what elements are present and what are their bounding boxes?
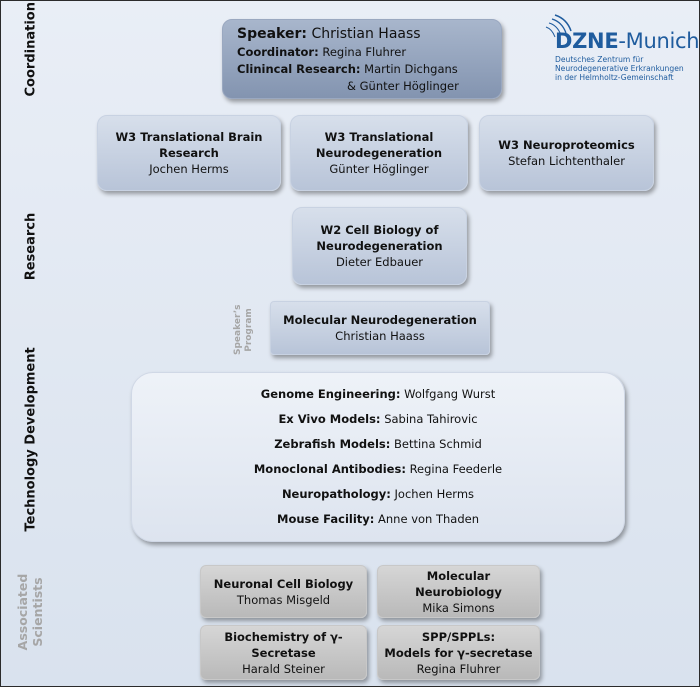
biochemistry-title-1: Biochemistry of γ- (224, 629, 343, 644)
tech-item-name: Wolfgang Wurst (404, 387, 496, 401)
coordination-box: Speaker: Christian Haass Coordinator: Re… (222, 19, 502, 99)
molecular-neurobiology-name: Mika Simons (422, 600, 495, 615)
clinical-name-2: & Günter Höglinger (347, 78, 459, 93)
w3-translational-brain-title-2: Research (159, 146, 219, 160)
tech-item-label: Neuropathology: (281, 487, 391, 501)
clinical-name-1: Martin Dichgans (364, 61, 458, 76)
molecular-neurobiology-title-2: Neurobiology (415, 584, 502, 599)
spp-sppls-title-2: Models for γ-secretase (384, 645, 533, 660)
tech-item: Neuropathology: Jochen Herms (282, 482, 474, 507)
tech-item: Monoclonal Antibodies: Regina Feederle (254, 457, 502, 482)
clinical-line: Clinincal Research: Martin Dichgans (237, 61, 458, 78)
logo-sub-2: Neurodegenerative Erkrankungen (555, 64, 684, 73)
biochemistry-name: Harald Steiner (242, 661, 325, 676)
speaker-label: Speaker: (237, 25, 307, 42)
tech-item-name: Bettina Schmid (394, 437, 482, 451)
clinical-line-2: & Günter Höglinger (237, 78, 459, 95)
side-label-associated-text: Associated Scientists (15, 573, 45, 651)
neuronal-cell-biology-name: Thomas Misgeld (236, 592, 331, 607)
biochemistry-title-2: Secretase (251, 645, 316, 660)
tech-item-label: Mouse Facility: (277, 512, 375, 526)
spp-sppls-title-1: SPP/SPPLs: (421, 629, 496, 644)
coordinator-name: Regina Fluhrer (322, 44, 407, 59)
tech-item-name: Regina Feederle (409, 462, 503, 476)
w3-translational-neuro-title-1: W3 Translational (324, 130, 434, 144)
side-label-coordination: Coordination (23, 2, 39, 97)
technology-box: Genome Engineering: Wolfgang Wurst Ex Vi… (131, 372, 625, 542)
spp-sppls-box: SPP/SPPLs: Models for γ-secretase Regina… (377, 625, 540, 680)
w2-cell-biology-title-1: W2 Cell Biology of (320, 223, 439, 237)
dzne-wave-logo-icon (545, 14, 572, 38)
tech-item-label: Zebrafish Models: (274, 437, 391, 451)
w3-translational-brain-name: Jochen Herms (149, 162, 229, 176)
biochemistry-box: Biochemistry of γ- Secretase Harald Stei… (200, 625, 367, 680)
tech-item: Ex Vivo Models: Sabina Tahirovic (278, 407, 477, 432)
tech-item-name: Jochen Herms (394, 487, 475, 501)
neuronal-cell-biology-box: Neuronal Cell Biology Thomas Misgeld (200, 565, 367, 618)
neuronal-cell-biology-title: Neuronal Cell Biology (213, 576, 354, 591)
side-label-speakers-program-text: Speaker’s Program (233, 304, 254, 355)
w3-neuroproteomics-title: W3 Neuroproteomics (498, 138, 635, 152)
w3-translational-neuro-title-2: Neurodegeneration (315, 146, 443, 160)
w2-cell-biology-box: W2 Cell Biology of Neurodegeneration Die… (292, 207, 467, 285)
side-label-speakers-program: Speaker’s Program (233, 304, 255, 355)
logo-sub-3: in der Helmholtz-Gemeinschaft (555, 73, 674, 82)
tech-item: Zebrafish Models: Bettina Schmid (274, 432, 482, 457)
logo-city: -Munich (618, 29, 700, 53)
w2-cell-biology-title-2: Neurodegeneration (316, 239, 443, 253)
tech-item-name: Anne von Thaden (378, 512, 479, 526)
side-label-technology: Technology Development (23, 347, 39, 532)
logo-dzne: DZNE (555, 29, 619, 53)
molecular-neurobiology-box: Molecular Neurobiology Mika Simons (377, 565, 540, 618)
molecular-neurodegeneration-box: Molecular Neurodegeneration Christian Ha… (270, 301, 490, 355)
clinical-label: Clinincal Research: (237, 61, 361, 76)
side-label-research: Research (23, 212, 39, 281)
logo-sub-1: Deutsches Zentrum für (555, 55, 644, 64)
tech-item-label: Genome Engineering: (260, 387, 401, 401)
spp-sppls-name: Regina Fluhrer (416, 661, 501, 676)
tech-item: Mouse Facility: Anne von Thaden (277, 507, 479, 532)
side-label-associated: Associated Scientists (15, 560, 45, 664)
w3-translational-brain-title-1: W3 Translational Brain (115, 130, 263, 144)
w3-neuroproteomics-box: W3 Neuroproteomics Stefan Lichtenthaler (479, 115, 654, 191)
molecular-neurodegeneration-name: Christian Haass (335, 329, 425, 343)
tech-item-name: Sabina Tahirovic (384, 412, 478, 426)
logo-subtitle: Deutsches Zentrum für Neurodegenerative … (555, 55, 684, 82)
w3-translational-neuro-name: Günter Höglinger (329, 162, 429, 176)
tech-item-label: Monoclonal Antibodies: (253, 462, 406, 476)
w3-translational-brain-box: W3 Translational Brain Research Jochen H… (97, 115, 281, 191)
w3-neuroproteomics-name: Stefan Lichtenthaler (508, 154, 625, 168)
speaker-name: Christian Haass (311, 25, 421, 42)
tech-item: Genome Engineering: Wolfgang Wurst (261, 382, 495, 407)
speaker-line: Speaker: Christian Haass (237, 24, 421, 44)
molecular-neurodegeneration-title: Molecular Neurodegeneration (283, 313, 477, 327)
tech-item-label: Ex Vivo Models: (278, 412, 381, 426)
w3-translational-neuro-box: W3 Translational Neurodegeneration Günte… (290, 115, 468, 191)
molecular-neurobiology-title-1: Molecular (426, 568, 491, 583)
coordinator-label: Coordinator: (237, 44, 319, 59)
logo-wordmark: DZNE-Munich (555, 29, 700, 53)
coordinator-line: Coordinator: Regina Fluhrer (237, 44, 406, 61)
w2-cell-biology-name: Dieter Edbauer (335, 255, 424, 269)
